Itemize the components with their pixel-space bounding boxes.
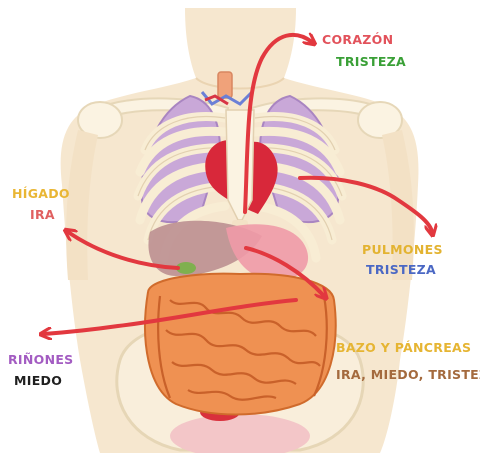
emotion-rinones: MIEDO	[14, 373, 62, 388]
organ-name-rinones: RIÑONES	[8, 352, 73, 367]
emotion-pulmones: TRISTEZA	[366, 262, 436, 277]
organ-name-pulmones: PULMONES	[362, 242, 443, 257]
emotion-bazo: IRA, MIEDO, TRISTEZA	[336, 367, 480, 382]
emotion-corazon: TRISTEZA	[336, 54, 406, 69]
organ-name-bazo: BAZO Y PÁNCREAS	[336, 340, 471, 355]
organ-name-corazon: CORAZÓN	[322, 32, 393, 47]
intestines	[145, 274, 336, 415]
emotion-higado: IRA	[30, 207, 55, 222]
label-corazon: CORAZÓN	[322, 32, 393, 47]
organ-name-higado: HÍGADO	[12, 186, 70, 201]
